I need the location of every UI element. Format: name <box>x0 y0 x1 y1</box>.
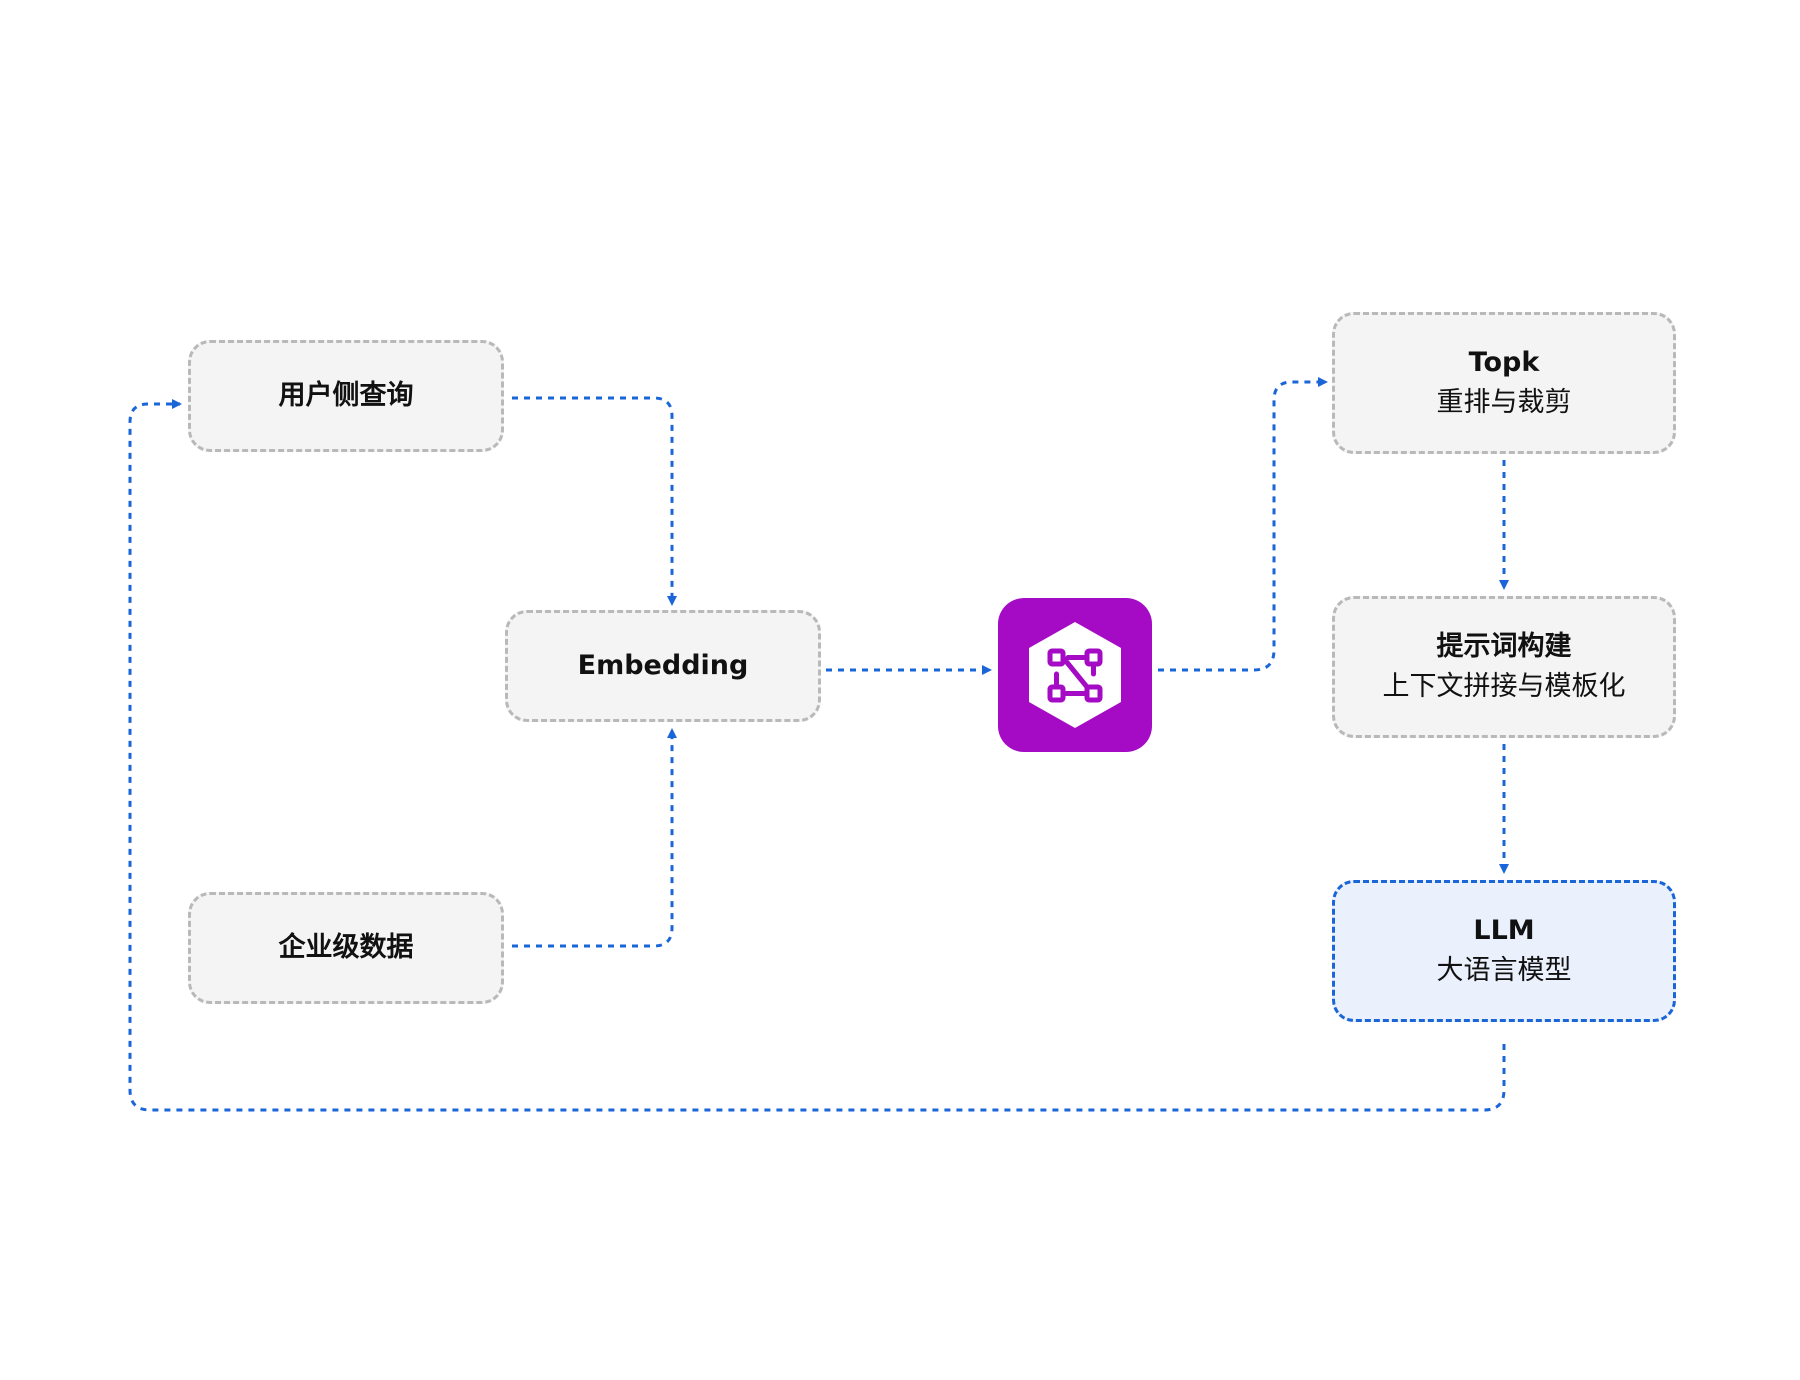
user-query-label: 用户侧查询 <box>278 380 414 411</box>
enterprise-data-node: 企业级数据 <box>188 892 504 1004</box>
llm-title: LLM <box>1473 915 1535 946</box>
connector-enterprise-to-embedding <box>512 728 677 948</box>
user-query-node: 用户侧查询 <box>188 340 504 452</box>
embedding-node: Embedding <box>505 610 821 722</box>
llm-node: LLM 大语言模型 <box>1332 880 1676 1022</box>
topk-node: Topk 重排与裁剪 <box>1332 312 1676 454</box>
topk-subtitle: 重排与裁剪 <box>1436 387 1572 418</box>
prompt-construction-node: 提示词构建 上下文拼接与模板化 <box>1332 596 1676 738</box>
embedding-label: Embedding <box>577 650 749 681</box>
connector-user-query-to-embedding <box>512 396 677 606</box>
prompt-subtitle: 上下文拼接与模板化 <box>1382 671 1626 702</box>
connector-vector-db-to-topk <box>1158 377 1328 672</box>
vector-database-icon <box>998 598 1152 752</box>
llm-subtitle: 大语言模型 <box>1436 955 1572 986</box>
vector-database-glyph <box>1029 622 1121 728</box>
connector-llm-to-user-query <box>128 399 1506 1112</box>
prompt-title: 提示词构建 <box>1436 631 1572 662</box>
topk-title: Topk <box>1468 347 1540 378</box>
enterprise-data-label: 企业级数据 <box>278 932 414 963</box>
